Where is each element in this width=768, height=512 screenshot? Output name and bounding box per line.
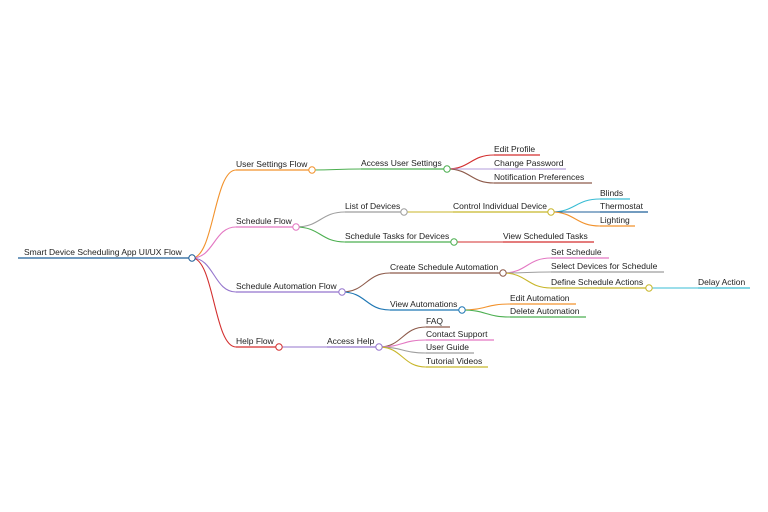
connector-view-automations bbox=[341, 291, 391, 311]
connector-layer bbox=[191, 154, 698, 368]
connector-user-settings-flow bbox=[191, 169, 237, 259]
node-label-blinds: Blinds bbox=[600, 188, 623, 198]
connector-lighting bbox=[550, 211, 601, 227]
connector-schedule-flow bbox=[191, 226, 237, 259]
connector-help-flow bbox=[191, 257, 237, 348]
node-label-schedule-tasks-for-devices: Schedule Tasks for Devices bbox=[345, 231, 449, 241]
node-label-faq: FAQ bbox=[426, 316, 443, 326]
connector-create-schedule-automation bbox=[341, 272, 391, 293]
node-label-delete-automation: Delete Automation bbox=[510, 306, 580, 316]
connector-schedule-automation-flow bbox=[191, 257, 237, 293]
node-dot-schedule-flow[interactable] bbox=[292, 223, 300, 231]
node-dot-list-of-devices[interactable] bbox=[400, 208, 408, 216]
node-label-delay-action: Delay Action bbox=[698, 277, 746, 287]
node-label-list-of-devices: List of Devices bbox=[345, 201, 400, 211]
node-dot-control-individual-device[interactable] bbox=[547, 208, 555, 216]
node-label-lighting: Lighting bbox=[600, 215, 630, 225]
node-dot-smart-device-scheduling-app-ui-ux-flow[interactable] bbox=[188, 254, 196, 262]
node-dot-create-schedule-automation[interactable] bbox=[499, 269, 507, 277]
node-label-help-flow: Help Flow bbox=[236, 336, 275, 346]
node-layer: Smart Device Scheduling App UI/UX FlowUs… bbox=[18, 144, 750, 368]
node-label-change-password: Change Password bbox=[494, 158, 564, 168]
node-dot-access-help[interactable] bbox=[375, 343, 383, 351]
node-dot-schedule-automation-flow[interactable] bbox=[338, 288, 346, 296]
node-label-contact-support: Contact Support bbox=[426, 329, 488, 339]
connector-schedule-tasks-for-devices bbox=[295, 226, 346, 243]
node-label-schedule-flow: Schedule Flow bbox=[236, 216, 293, 226]
node-label-tutorial-videos: Tutorial Videos bbox=[426, 356, 482, 366]
connector-define-schedule-actions bbox=[502, 272, 552, 289]
connector-edit-profile bbox=[446, 154, 495, 170]
node-dot-view-automations[interactable] bbox=[458, 306, 466, 314]
connector-tutorial-videos bbox=[378, 346, 427, 368]
node-dot-user-settings-flow[interactable] bbox=[308, 166, 316, 174]
node-dot-define-schedule-actions[interactable] bbox=[645, 284, 653, 292]
node-label-access-user-settings: Access User Settings bbox=[361, 158, 442, 168]
node-label-access-help: Access Help bbox=[327, 336, 375, 346]
connector-delete-automation bbox=[461, 309, 511, 318]
node-label-user-settings-flow: User Settings Flow bbox=[236, 159, 308, 169]
node-label-select-devices-for-schedule: Select Devices for Schedule bbox=[551, 261, 658, 271]
connector-list-of-devices bbox=[295, 211, 346, 228]
connector-notification-preferences bbox=[446, 168, 495, 184]
node-label-user-guide: User Guide bbox=[426, 342, 469, 352]
node-label-create-schedule-automation: Create Schedule Automation bbox=[390, 262, 498, 272]
node-dot-access-user-settings[interactable] bbox=[443, 165, 451, 173]
connector-edit-automation bbox=[461, 303, 511, 311]
node-label-set-schedule: Set Schedule bbox=[551, 247, 602, 257]
node-label-notification-preferences: Notification Preferences bbox=[494, 172, 584, 182]
node-label-schedule-automation-flow: Schedule Automation Flow bbox=[236, 281, 338, 291]
node-dot-help-flow[interactable] bbox=[275, 343, 283, 351]
node-label-thermostat: Thermostat bbox=[600, 201, 644, 211]
node-label-define-schedule-actions: Define Schedule Actions bbox=[551, 277, 643, 287]
connector-set-schedule bbox=[502, 257, 552, 274]
node-label-edit-profile: Edit Profile bbox=[494, 144, 535, 154]
connector-access-user-settings bbox=[311, 168, 362, 171]
node-label-control-individual-device: Control Individual Device bbox=[453, 201, 547, 211]
connector-blinds bbox=[550, 198, 601, 213]
node-dot-schedule-tasks-for-devices[interactable] bbox=[450, 238, 458, 246]
node-label-view-automations: View Automations bbox=[390, 299, 457, 309]
node-label-edit-automation: Edit Automation bbox=[510, 293, 570, 303]
node-label-smart-device-scheduling-app-ui-ux-flow: Smart Device Scheduling App UI/UX Flow bbox=[24, 247, 183, 257]
node-label-view-scheduled-tasks: View Scheduled Tasks bbox=[503, 231, 588, 241]
